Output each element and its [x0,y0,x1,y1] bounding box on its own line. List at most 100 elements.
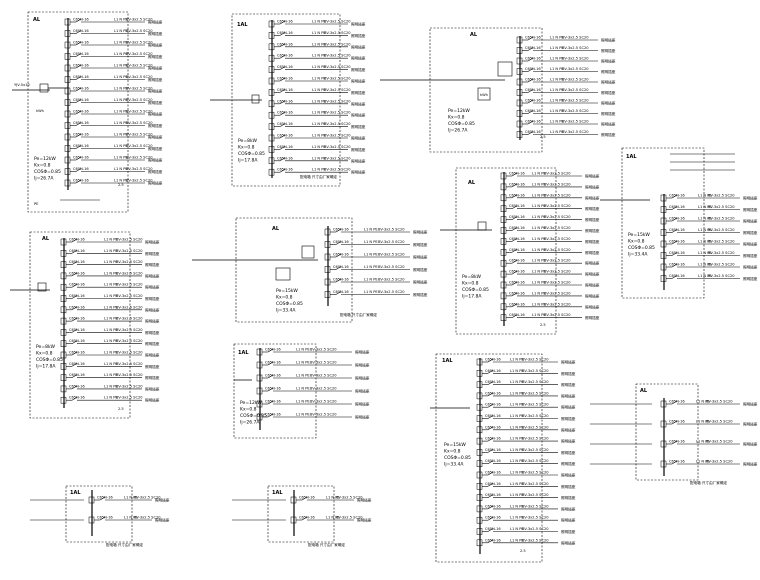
wire [301,496,308,501]
wire [75,30,82,34]
breaker-label: C65N-16 [525,67,541,71]
load-label: 照明插座 [561,529,576,534]
param-line: COSΦ=0.85 [444,455,471,461]
breaker-label: C65N-16 [73,52,89,56]
load-label: 照明插座 [743,196,758,201]
cable-label: BV-3x2.5 SC20 [708,194,735,198]
circuit-label: L1 N PE [510,380,524,384]
wire [75,145,82,149]
wire [511,227,518,231]
circuit-label: L1 N PE [312,156,326,160]
wire [335,253,342,258]
circuit-label: L1 N PE [364,278,378,282]
wire [487,392,494,397]
cable-label: BV-3x2.5 SC20 [126,64,153,68]
circuit-label: L1 N PE [550,130,564,134]
breaker-label: C65N-16 [485,516,501,520]
load-label: 照明插座 [351,158,366,163]
wire [527,120,534,125]
wire [527,57,534,62]
cable-label: BV-3x2.5 SC20 [708,228,735,232]
load-label: 照明插座 [743,276,758,281]
circuit-label: L1 N PE [114,87,128,91]
wire [527,78,534,83]
circuit-label: L1 N PE [312,122,326,126]
load-label: 照明插座 [601,101,616,106]
param-line: COSΦ=0.85 [628,245,655,251]
cable-label: BV-3x2.5 SC20 [324,168,351,172]
meter-label: kWh [36,109,44,113]
wire [71,261,78,265]
circuit-label: L1 N PE [104,294,118,298]
circuit-label: L1 N PE [296,361,310,365]
breaker-label: C65N-16 [333,265,349,269]
breaker-label: C65N-16 [509,313,525,317]
circuit-label: L1 N PE [532,215,546,219]
meter-label: kWh [480,93,488,97]
wire [487,539,494,544]
panel-title: 1AL [626,154,637,160]
note: 配电箱 尺寸由厂家确定 [300,174,337,179]
wire [487,437,494,442]
circuit-label: L1 N PE [104,271,118,275]
load-label: 照明插座 [601,132,616,137]
wire [487,358,494,363]
wire [71,317,78,322]
load-label: 照明插座 [148,169,163,174]
cable-label: BV-3x2.5 SC20 [336,496,363,500]
breaker-label: C65N-16 [73,110,89,114]
load-label: 照明插座 [148,66,163,71]
load-label: 照明插座 [351,67,366,72]
circuit-label: L1 N PE [114,29,128,33]
breaker-label: C65N-16 [299,516,315,520]
load-label: 照明插座 [145,364,160,369]
panel-title: AL [468,180,476,186]
cable-label: BV-3x2.5 SC20 [708,205,735,209]
circuit-label: L1 N PE [510,369,524,373]
wire [527,131,534,135]
breaker-label: C65N-16 [509,204,525,208]
breaker-label: C65N-16 [73,29,89,33]
load-label: 照明插座 [351,79,366,84]
breaker-label: C65N-16 [509,248,525,252]
load-label: 照明插座 [351,136,366,141]
breaker-label: C65N-16 [485,380,501,384]
param-line: Kx=0.8 [444,449,461,455]
circuit-label: L1 N PE [698,205,712,209]
circuit-label: L1 N PE [510,471,524,475]
circuit-label: L1 N PE [296,400,310,404]
panel-title: 1AL [272,490,283,496]
panel-enclosure [267,485,335,543]
circuit-label: L1 N PE [114,64,128,68]
load-label: 照明插座 [148,31,163,36]
cable-label: BV-3x2.5 SC20 [134,496,161,500]
cable-label: BV-3x2.5 SC20 [544,291,571,295]
wire [71,238,78,243]
breaker-label: C65N-16 [69,294,85,298]
wire [279,32,286,36]
wire [487,381,494,385]
wire [511,281,518,286]
cable-label: BV-3x2.5 SC20 [522,425,549,429]
cable-label: BV-3x2.5 SC20 [544,215,571,219]
cable-label: BV-3x2.5 SC20 [544,259,571,263]
wire [301,516,308,521]
panel-enclosure [29,231,131,419]
wire [487,370,494,374]
wire [71,374,78,378]
cable-label: BV-3x2.5 SC20 [126,156,153,160]
circuit-label: L1 N PE [510,493,524,497]
